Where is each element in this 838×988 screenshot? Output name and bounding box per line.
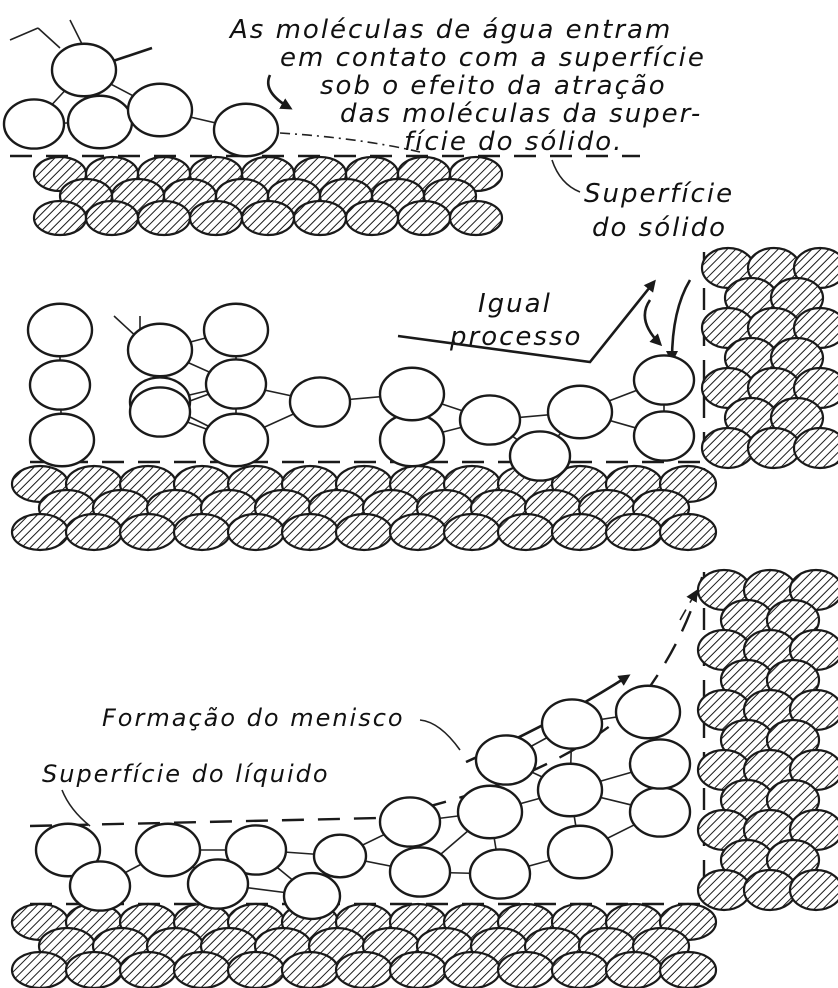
water-molecule [458,786,522,838]
solid-molecule [552,514,608,550]
water-molecule [538,764,602,816]
water-molecule [30,360,90,409]
solid-molecule [336,514,392,550]
liquid-surface-label: Superfície do líquido [42,760,330,788]
water-molecule [548,386,612,438]
meniscus-label-leader [420,720,460,750]
water-molecule [128,324,192,376]
solid-molecule [498,952,554,988]
solid-molecule [282,952,338,988]
solid-molecule [498,514,554,550]
solid-molecule [790,870,838,910]
solid-molecule [748,428,800,468]
panel-2-same-process [30,252,704,480]
intro-label-line-2: em contato com a superfície [280,43,706,73]
water-molecule [30,414,94,466]
intro-label-line-1: As moléculas de água entram [228,15,672,45]
water-molecule [136,824,200,876]
solid-molecule [228,514,284,550]
water-molecule [70,861,130,910]
solid-molecule [66,952,122,988]
solid-molecule [444,952,500,988]
solid-molecule [702,428,754,468]
water-molecule [290,377,350,426]
solid-molecule [606,514,662,550]
water-molecule [130,387,190,436]
water-molecule [542,699,602,748]
solid-molecule [390,514,446,550]
water-molecule [634,411,694,460]
water-molecule [204,304,268,356]
solid-molecule [174,514,230,550]
solid-molecule [794,428,838,468]
water-molecule [470,849,530,898]
wall-attraction-arrow [672,280,690,360]
solid-molecule [398,201,450,235]
solid-molecule [86,201,138,235]
solid-molecule [12,514,68,550]
intro-label-line-5: fície do sólido. [404,127,623,157]
water-molecule [510,431,570,480]
solid-molecule [66,514,122,550]
water-molecule [476,735,536,784]
water-molecule [390,847,450,896]
intro-label-line-4: das moléculas da super- [340,99,702,129]
solid-molecule [450,201,502,235]
solid-molecule [390,952,446,988]
water-molecule [634,355,694,404]
solid-molecule [228,952,284,988]
solid-molecule [346,201,398,235]
attraction-dashdot-line [280,133,420,152]
same-process-label-line-1: Igual [478,289,552,319]
intro-label-line-3: sob o efeito da atração [320,71,667,101]
solid-surface-label-line-1: Superfície [584,179,734,209]
water-molecule [206,359,266,408]
solid-molecule [190,201,242,235]
water-molecule [380,414,444,466]
solid-molecule [138,201,190,235]
solid-molecule [282,514,338,550]
solid-molecule [444,514,500,550]
solid-molecule [660,514,716,550]
solid-molecule [120,514,176,550]
water-molecule [630,739,690,788]
liquid-surface-leader [62,790,90,826]
water-molecule [460,395,520,444]
solid-molecule [174,952,230,988]
solid-surface-leader [552,160,580,192]
water-molecule [616,686,680,738]
meniscus-label: Formação do menisco [102,704,405,732]
water-molecule [4,99,64,148]
solid-molecule [698,870,750,910]
curved-attraction-arrow [268,75,290,108]
solid-molecule [606,952,662,988]
solid-molecule [120,952,176,988]
solid-surface-label-line-2: do sólido [592,213,727,243]
water-molecule [284,873,340,919]
water-molecule [380,797,440,846]
water-molecule [68,96,132,148]
water-molecule [128,84,192,136]
solid-molecule [552,952,608,988]
wall-attraction-arrow [645,300,660,344]
water-molecule [28,304,92,356]
water-molecule [380,368,444,420]
same-process-label-line-2: processo [449,322,582,352]
solid-molecule [12,952,68,988]
water-molecule [630,787,690,836]
solid-molecule [660,952,716,988]
water-molecule [188,859,248,908]
water-molecule [214,104,278,156]
solid-molecule [34,201,86,235]
water-molecule [52,44,116,96]
solid-molecule [336,952,392,988]
solid-molecule [242,201,294,235]
water-molecule [314,835,366,878]
water-molecule [204,414,268,466]
water-molecule [548,826,612,878]
solid-molecule [744,870,796,910]
solid-molecule [294,201,346,235]
